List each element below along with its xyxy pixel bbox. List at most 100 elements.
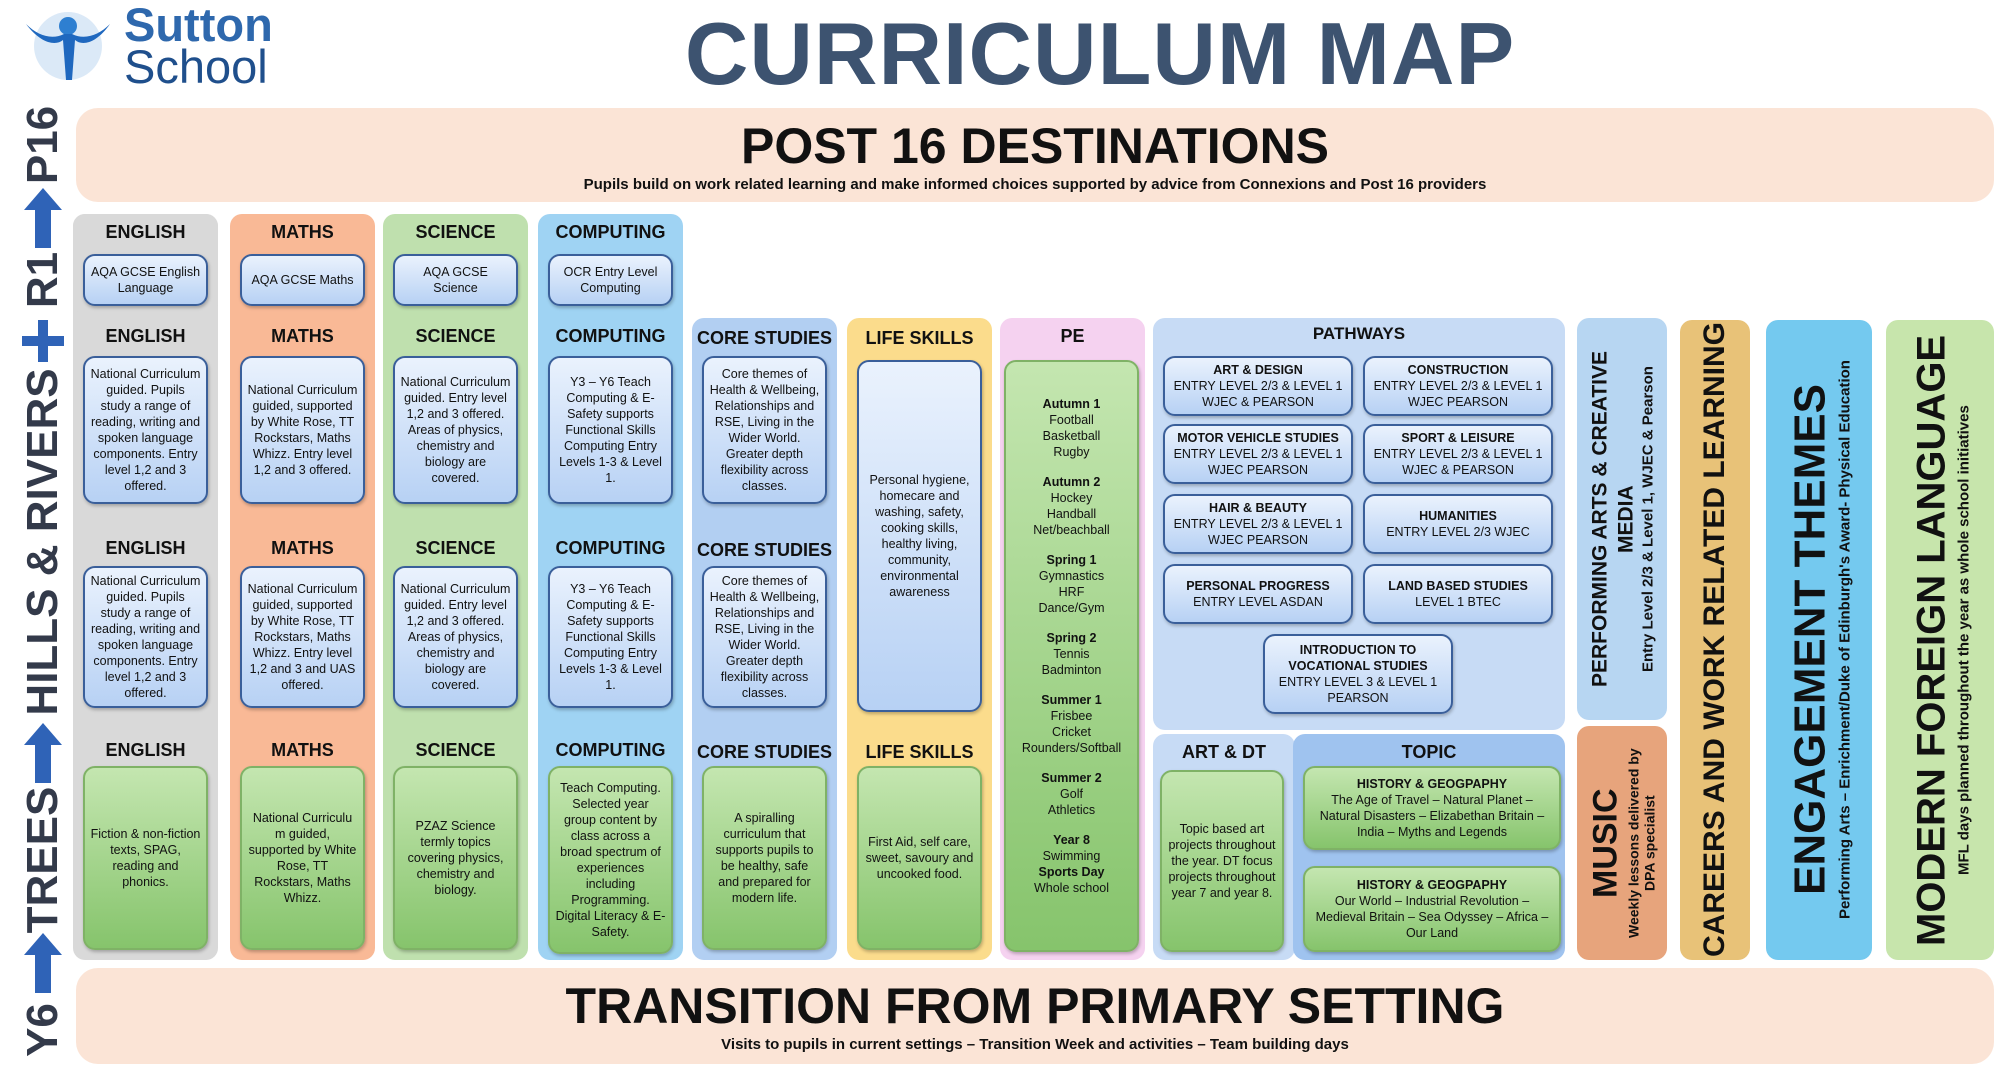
pathway-detail: ENTRY LEVEL ASDAN xyxy=(1193,595,1323,609)
computing-heading: COMPUTING xyxy=(555,326,666,346)
pathway-name: ART & DESIGN xyxy=(1213,363,1303,377)
life-skills-trees-box: First Aid, self care, sweet, savoury and… xyxy=(857,766,982,950)
pathway-name: SPORT & LEISURE xyxy=(1401,431,1515,445)
transition-title: TRANSITION FROM PRIMARY SETTING xyxy=(565,978,1505,1034)
topic-box-1-title: HISTORY & GEOGPAPHY xyxy=(1356,777,1508,791)
topic-box-2: HISTORY & GEOGPAPHY Our World – Industri… xyxy=(1303,866,1561,952)
pe-term-label: Year 8 xyxy=(1053,833,1090,847)
english-heading: ENGLISH xyxy=(105,538,186,558)
art-dt-box: Topic based art projects throughout the … xyxy=(1160,770,1284,952)
maths-heading: MATHS xyxy=(271,538,334,558)
english-heading: ENGLISH xyxy=(105,740,186,760)
engagement-title: ENGAGEMENT THEMES xyxy=(1785,384,1835,896)
topic-box-1-text: The Age of Travel – Natural Planet – Nat… xyxy=(1319,793,1545,839)
pe-term-block: Spring 2 Tennis Badminton xyxy=(1022,630,1121,678)
engagement-panel: ENGAGEMENT THEMES Performing Arts – Enri… xyxy=(1766,320,1872,960)
pe-term-activities: Golf Athletics xyxy=(1047,787,1096,817)
maths-r1-box: AQA GCSE Maths xyxy=(240,254,365,306)
pe-heading: PE xyxy=(1060,326,1085,346)
english-r1-box: AQA GCSE English Language xyxy=(83,254,208,306)
maths-heading: MATHS xyxy=(271,326,334,346)
core-heading: CORE STUDIES xyxy=(696,328,833,348)
topic-box-2-title: HISTORY & GEOGPAPHY xyxy=(1356,878,1508,892)
pe-term-block: Summer 2 Golf Athletics xyxy=(1022,770,1121,818)
maths-hills-box: National Curriculum guided, supported by… xyxy=(240,356,365,504)
pe-term-label: Autumn 1 xyxy=(1042,397,1101,411)
computing-hills-box: Y3 – Y6 Teach Computing & E-Safety suppo… xyxy=(548,356,673,504)
science-hills-box: National Curriculum guided. Entry level … xyxy=(393,356,518,504)
core-heading: CORE STUDIES xyxy=(696,742,833,762)
science-trees-box: PZAZ Science termly topics covering phys… xyxy=(393,766,518,950)
science-heading: SCIENCE xyxy=(415,222,496,242)
up-arrow-icon xyxy=(24,723,62,783)
english-hills-box: National Curriculum guided. Pupils study… xyxy=(83,356,208,504)
performing-arts-title: PERFORMING ARTS & CREATIVE MEDIA xyxy=(1588,351,1638,688)
side-label-y6: Y6 xyxy=(18,1003,67,1057)
science-heading: SCIENCE xyxy=(415,326,496,346)
pe-term-label: Summer 2 xyxy=(1041,771,1102,785)
pe-term-activities: Tennis Badminton xyxy=(1041,647,1102,677)
art-dt-heading: ART & DT xyxy=(1182,742,1266,762)
topic-box-2-text: Our World – Industrial Revolution – Medi… xyxy=(1315,894,1549,940)
school-name: Sutton School xyxy=(124,0,273,90)
careers-panel: CAREERS AND WORK RELATED LEARNING xyxy=(1680,320,1750,960)
pathway-detail: ENTRY LEVEL 2/3 & LEVEL 1 WJEC & PEARSON xyxy=(1373,447,1543,477)
life-skills-heading: LIFE SKILLS xyxy=(865,328,974,348)
pe-term-activities: Whole school xyxy=(1033,881,1110,895)
science-r1-box: AQA GCSE Science xyxy=(393,254,518,306)
careers-title: CAREERS AND WORK RELATED LEARNING xyxy=(1698,322,1731,958)
pe-term-activities: Frisbee Cricket Rounders/Softball xyxy=(1021,709,1122,755)
maths-rivers-box: National Curriculum guided, supported by… xyxy=(240,566,365,708)
post16-banner: POST 16 DESTINATIONS Pupils build on wor… xyxy=(76,108,1994,202)
computing-heading: COMPUTING xyxy=(555,538,666,558)
english-r1-section: ENGLISH AQA GCSE English Language xyxy=(73,214,218,314)
core-rivers-box: Core themes of Health & Wellbeing, Relat… xyxy=(702,566,827,708)
mfl-title: MODERN FOREIGN LANGUAGE xyxy=(1909,334,1954,946)
music-title: MUSIC xyxy=(1586,788,1625,898)
pathway-detail: LEVEL 1 BTEC xyxy=(1415,595,1501,609)
english-trees-box: Fiction & non-fiction texts, SPAG, readi… xyxy=(83,766,208,950)
side-label-hills-rivers: HILLS & RIVERS xyxy=(18,368,67,716)
mfl-panel: MODERN FOREIGN LANGUAGE MFL days planned… xyxy=(1886,320,1994,960)
school-name-line1: Sutton xyxy=(124,0,273,51)
pathways-title: PATHWAYS xyxy=(1312,324,1406,343)
core-hills-box: Core themes of Health & Wellbeing, Relat… xyxy=(702,356,827,504)
pathway-detail: ENTRY LEVEL 2/3 & LEVEL 1 WJEC PEARSON xyxy=(1373,379,1543,409)
post16-subtitle: Pupils build on work related learning an… xyxy=(583,176,1487,193)
pathway-detail: ENTRY LEVEL 2/3 & LEVEL 1 WJEC PEARSON xyxy=(1173,517,1343,547)
computing-rivers-box: Y3 – Y6 Teach Computing & E-Safety suppo… xyxy=(548,566,673,708)
computing-trees-box: Teach Computing. Selected year group con… xyxy=(548,766,673,954)
page-title: CURRICULUM MAP xyxy=(684,4,1516,103)
up-arrow-icon xyxy=(24,188,62,248)
pe-term-label: Spring 2 xyxy=(1046,631,1097,645)
pathway-box: HUMANITIES ENTRY LEVEL 2/3 WJEC xyxy=(1363,494,1553,554)
pathway-box: SPORT & LEISURE ENTRY LEVEL 2/3 & LEVEL 1… xyxy=(1363,424,1553,484)
mfl-sub: MFL days planned throughout the year as … xyxy=(1955,405,1973,875)
transition-subtitle: Visits to pupils in current settings – T… xyxy=(721,1036,1349,1053)
pathway-detail: ENTRY LEVEL 2/3 WJEC xyxy=(1386,525,1530,539)
topic-box-1: HISTORY & GEOGPAPHY The Age of Travel – … xyxy=(1303,766,1561,850)
pathway-name: MOTOR VEHICLE STUDIES xyxy=(1177,431,1339,445)
side-label-r1: R1 xyxy=(18,251,67,309)
computing-r1-box: OCR Entry Level Computing xyxy=(548,254,673,306)
pe-term-block: Autumn 1 Football Basketball Rugby xyxy=(1022,396,1121,460)
school-logo xyxy=(16,6,120,86)
pathway-name: HUMANITIES xyxy=(1419,509,1497,523)
pe-term-label: Autumn 2 xyxy=(1042,475,1101,489)
pe-term-label: Sports Day xyxy=(1038,865,1105,879)
pe-term-activities: Football Basketball Rugby xyxy=(1042,413,1101,459)
maths-trees-box: National Curriculu m guided, supported b… xyxy=(240,766,365,950)
transition-banner: TRANSITION FROM PRIMARY SETTING Visits t… xyxy=(76,968,1994,1064)
life-skills-hills-box: Personal hygiene, homecare and washing, … xyxy=(857,360,982,712)
maths-heading: MATHS xyxy=(271,740,334,760)
computing-heading: COMPUTING xyxy=(555,222,666,242)
